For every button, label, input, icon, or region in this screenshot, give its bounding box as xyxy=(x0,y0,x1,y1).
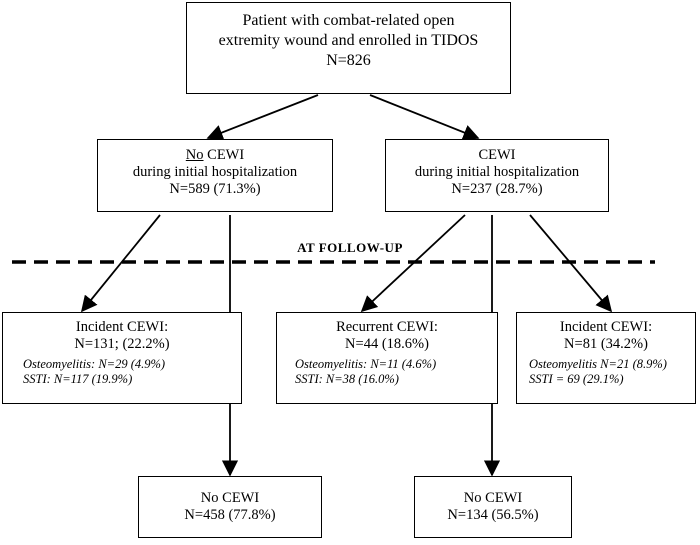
no-cewi-count: N=589 (71.3%) xyxy=(169,181,261,197)
arrow-top-to-left xyxy=(206,94,319,141)
incident-cewi-left-box: Incident CEWI: N=131; (22.2%) Osteomyeli… xyxy=(2,312,242,404)
no-cewi-underlined: No xyxy=(185,147,204,163)
recurrent-osteo: Osteomyelitis: N=11 (4.6%) xyxy=(295,357,437,371)
incident-right-ssti: SSTI = 69 (29.1%) xyxy=(529,372,624,386)
recurrent-cewi-box: Recurrent CEWI: N=44 (18.6%) Osteomyelit… xyxy=(276,312,498,404)
recurrent-count: N=44 (18.6%) xyxy=(345,336,429,352)
no-cewi-initial-box: No CEWI during initial hospitalization N… xyxy=(97,139,333,212)
followup-label: AT FOLLOW-UP xyxy=(297,240,403,255)
top-line-1: Patient with combat-related open xyxy=(242,12,455,29)
enrolled-patients-box: Patient with combat-related open extremi… xyxy=(186,2,511,94)
no-cewi-subtitle: during initial hospitalization xyxy=(132,164,298,180)
no-cewi-suffix: CEWI xyxy=(203,147,245,163)
top-line-2: extremity wound and enrolled in TIDOS xyxy=(218,32,479,49)
arrow-right-to-recurrent xyxy=(360,214,466,313)
no-cewi-right-box: No CEWI N=134 (56.5%) xyxy=(414,476,572,538)
arrow-right-to-incident xyxy=(529,214,613,313)
cewi-heading: CEWI xyxy=(478,147,516,163)
incident-left-count: N=131; (22.2%) xyxy=(74,336,170,352)
no-cewi-left-title: No CEWI xyxy=(200,490,260,506)
no-cewi-left-box: No CEWI N=458 (77.8%) xyxy=(138,476,322,538)
top-line-3: N=826 xyxy=(326,52,371,69)
cewi-subtitle: during initial hospitalization xyxy=(414,164,580,180)
no-cewi-right-count: N=134 (56.5%) xyxy=(447,507,539,523)
incident-left-ssti: SSTI: N=117 (19.9%) xyxy=(23,372,133,386)
cewi-count: N=237 (28.7%) xyxy=(451,181,543,197)
no-cewi-right-title: No CEWI xyxy=(463,490,523,506)
arrow-left-to-incident xyxy=(80,214,161,313)
arrow-top-to-right xyxy=(369,94,480,141)
recurrent-title: Recurrent CEWI: xyxy=(336,319,438,335)
recurrent-ssti: SSTI: N=38 (16.0%) xyxy=(295,372,399,386)
incident-right-count: N=81 (34.2%) xyxy=(564,336,648,352)
incident-left-title: Incident CEWI: xyxy=(75,319,169,335)
incident-right-osteo: Osteomyelitis N=21 (8.9%) xyxy=(529,357,667,371)
no-cewi-left-count: N=458 (77.8%) xyxy=(184,507,276,523)
incident-left-osteo: Osteomyelitis: N=29 (4.9%) xyxy=(23,357,166,371)
incident-cewi-right-box: Incident CEWI: N=81 (34.2%) Osteomyeliti… xyxy=(516,312,696,404)
no-cewi-heading: No CEWI xyxy=(98,147,332,164)
cewi-initial-box: CEWI during initial hospitalization N=23… xyxy=(385,139,609,212)
incident-right-title: Incident CEWI: xyxy=(559,319,653,335)
